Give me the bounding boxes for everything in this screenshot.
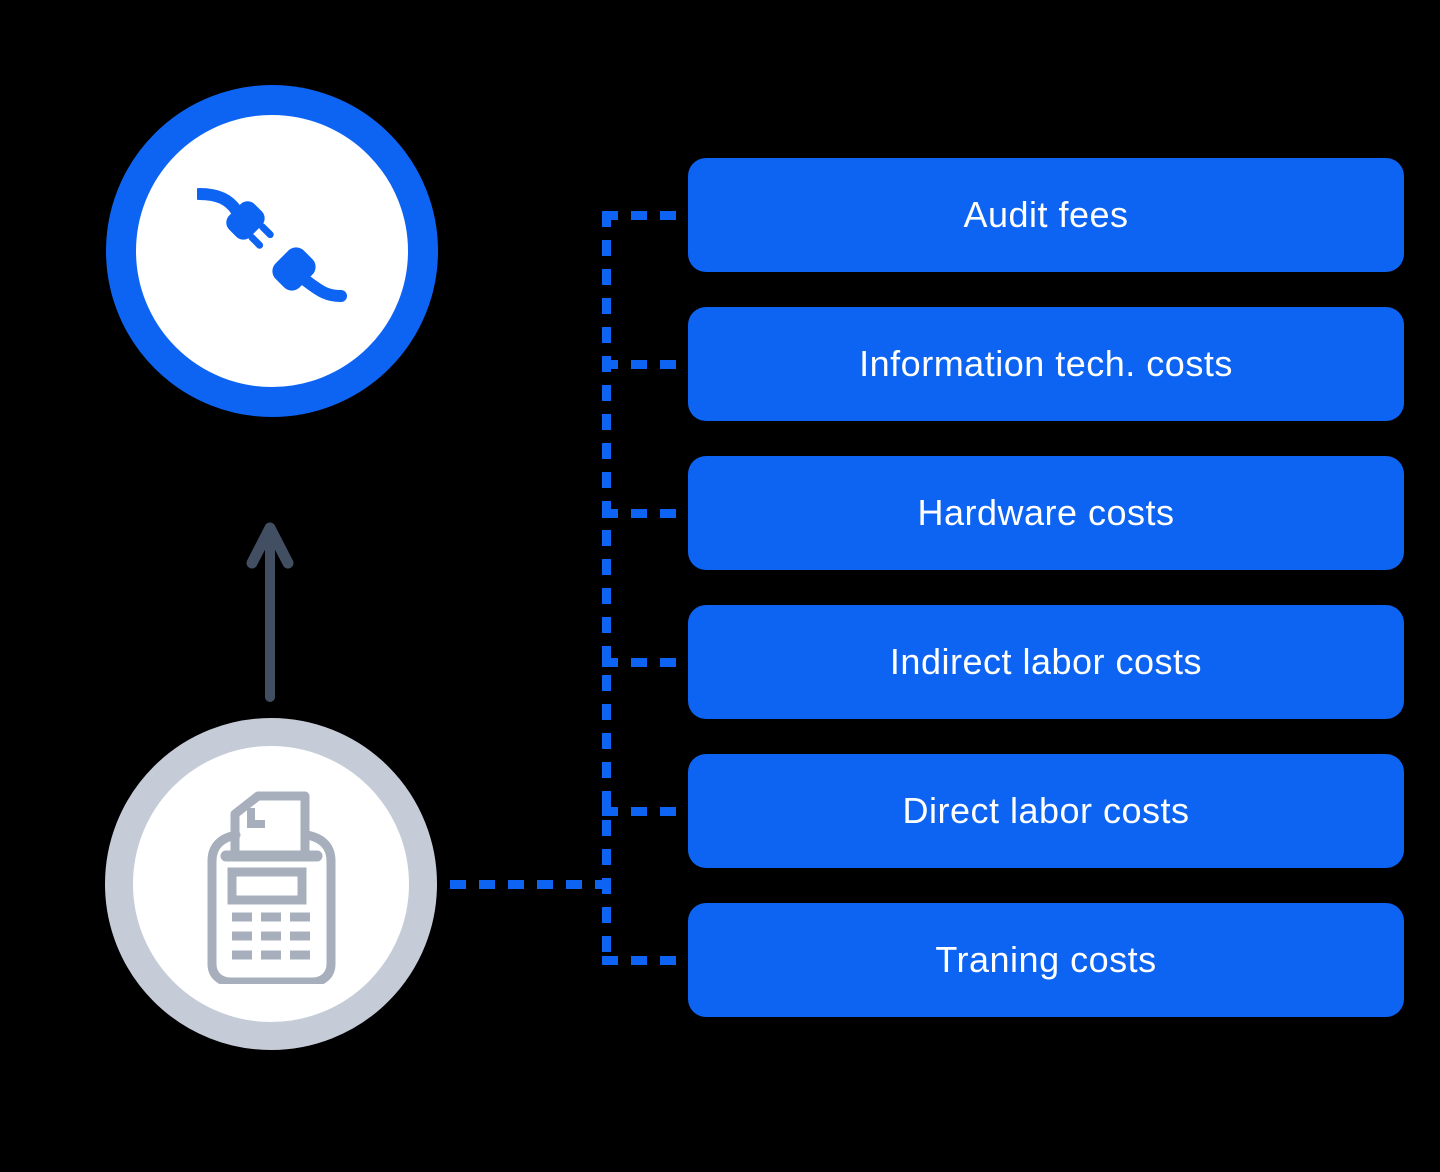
cost-box-label: Direct labor costs (902, 790, 1190, 831)
cost-box-label: Information tech. costs (859, 343, 1233, 384)
cost-box-traning-costs: Traning costs (688, 903, 1404, 1017)
branch-line (602, 956, 678, 965)
cost-box-audit-fees: Audit fees (688, 158, 1404, 272)
cost-box-label: Audit fees (963, 194, 1129, 235)
cost-box-information-tech-costs: Information tech. costs (688, 307, 1404, 421)
branch-line (602, 211, 678, 220)
branch-line (602, 658, 678, 667)
connector-trunk-line (602, 211, 611, 965)
plug-disconnected-icon (197, 188, 347, 302)
cost-box-label: Indirect labor costs (889, 641, 1203, 682)
branch-line (602, 360, 678, 369)
cost-box-hardware-costs: Hardware costs (688, 456, 1404, 570)
branch-line (602, 509, 678, 518)
up-arrow-icon (246, 522, 294, 702)
plug-circle (106, 85, 438, 417)
cost-box-label: Traning costs (935, 939, 1157, 980)
cost-box-indirect-labor-costs: Indirect labor costs (688, 605, 1404, 719)
calculator-connector-line (450, 880, 602, 889)
calculator-circle (105, 718, 437, 1050)
cost-box-direct-labor-costs: Direct labor costs (688, 754, 1404, 868)
receipt-calculator-icon (207, 791, 335, 984)
branch-line (602, 807, 678, 816)
cost-box-label: Hardware costs (917, 492, 1175, 533)
